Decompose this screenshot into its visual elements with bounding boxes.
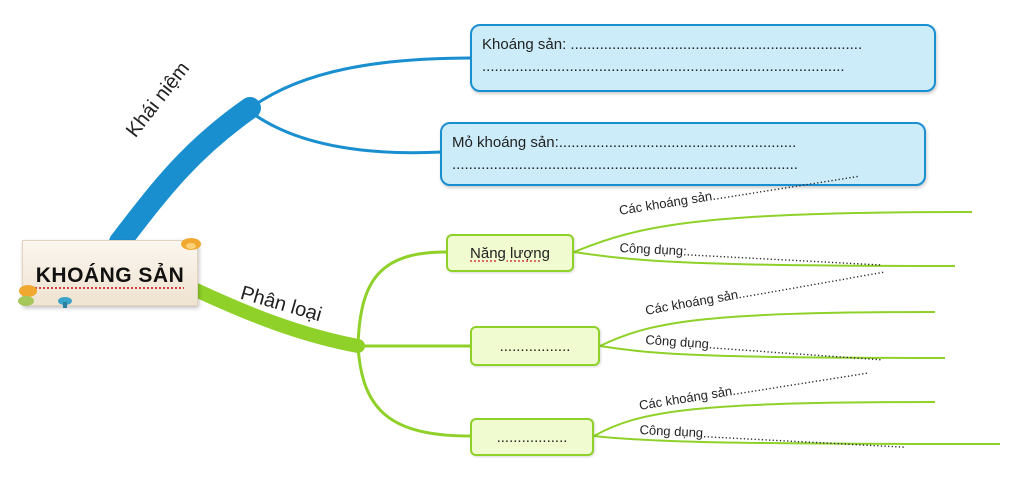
mineral-definition-box[interactable]: Khoáng sản: ............................… [470,24,936,92]
mine-definition-line2: ........................................… [452,156,798,173]
mineral-definition-line2: ........................................… [482,58,845,75]
flower-ornament-icon [181,238,201,250]
root-topic[interactable]: KHOÁNG SẢN [22,240,198,306]
group-topic-2-label: ................. [499,337,571,355]
group-topic-2[interactable]: ................. [470,326,600,366]
concept-link-top [247,56,473,112]
group-topic-energy[interactable]: Năng lượng [446,234,574,272]
mine-definition-line1: Mỏ khoáng sản:..........................… [452,134,797,151]
classify-link-3 [356,345,471,438]
classify-link-1 [356,250,447,347]
mineral-definition-line1: Khoáng sản: ............................… [482,36,863,53]
group-topic-energy-label: Năng lượng [470,244,550,262]
stand-ornament-icon [58,297,72,308]
leaf-ornament-icon [18,285,37,306]
mine-definition-box[interactable]: Mỏ khoáng sản:..........................… [440,122,926,186]
classify-branch-line [189,283,365,353]
concept-link-bottom [247,108,443,155]
group-topic-3[interactable]: ................. [470,418,594,456]
group-topic-3-label: ................. [496,428,568,446]
root-topic-label: KHOÁNG SẢN [35,264,185,287]
